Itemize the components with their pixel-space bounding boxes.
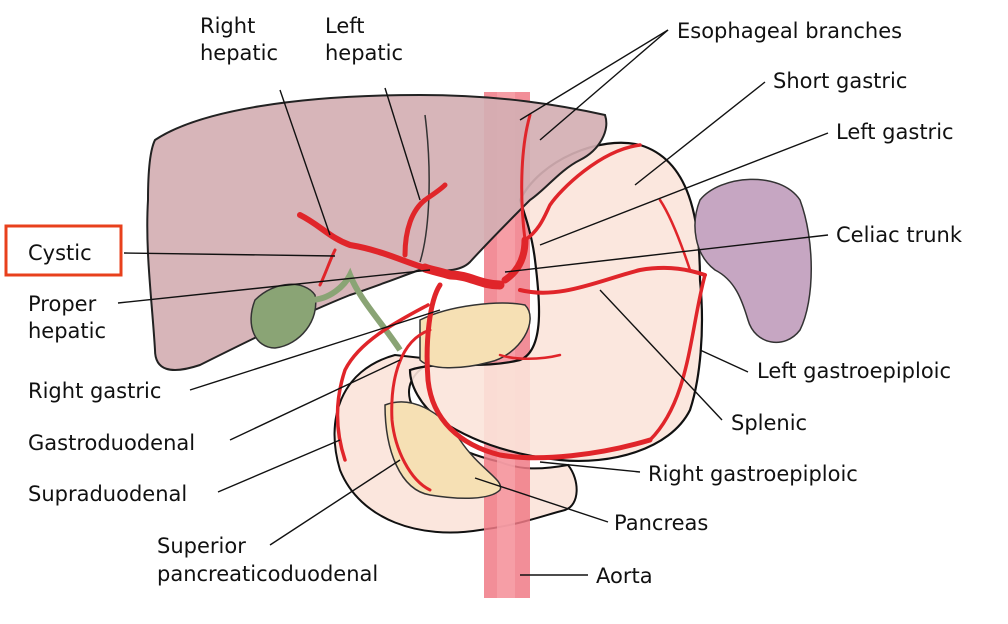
label-pancreas: Pancreas xyxy=(614,511,708,535)
label-esophageal-branches: Esophageal branches xyxy=(677,19,902,43)
label-proper-hepatic-line1: Proper xyxy=(28,292,97,316)
label-left-gastroepiploic: Left gastroepiploic xyxy=(757,359,951,383)
label-superior-pancreaticoduodenal-line2: pancreaticoduodenal xyxy=(157,562,378,586)
label-left-gastric: Left gastric xyxy=(836,120,954,144)
leader-lines xyxy=(117,29,829,576)
label-right-gastric: Right gastric xyxy=(28,379,161,403)
label-superior-pancreaticoduodenal-line1: Superior xyxy=(157,534,246,558)
label-right-hepatic-line2: hepatic xyxy=(200,41,278,65)
label-proper-hepatic-line2: hepatic xyxy=(28,319,106,343)
label-aorta: Aorta xyxy=(596,564,653,588)
label-splenic: Splenic xyxy=(731,411,807,435)
label-celiac-trunk: Celiac trunk xyxy=(836,223,963,247)
cystic-highlight-box xyxy=(4,224,123,277)
label-cystic: Cystic xyxy=(28,241,92,265)
label-left-hepatic-line1: Left xyxy=(325,14,365,38)
label-short-gastric: Short gastric xyxy=(773,69,907,93)
arteries xyxy=(297,113,707,492)
label-supraduodenal: Supraduodenal xyxy=(28,482,187,506)
label-right-hepatic-line1: Right xyxy=(200,14,255,38)
pancreas-body xyxy=(419,302,531,369)
label-right-gastroepiploic: Right gastroepiploic xyxy=(648,462,858,486)
label-left-hepatic-line2: hepatic xyxy=(325,41,403,65)
spleen xyxy=(694,178,812,344)
label-gastroduodenal: Gastroduodenal xyxy=(28,431,195,455)
stomach xyxy=(408,141,704,462)
